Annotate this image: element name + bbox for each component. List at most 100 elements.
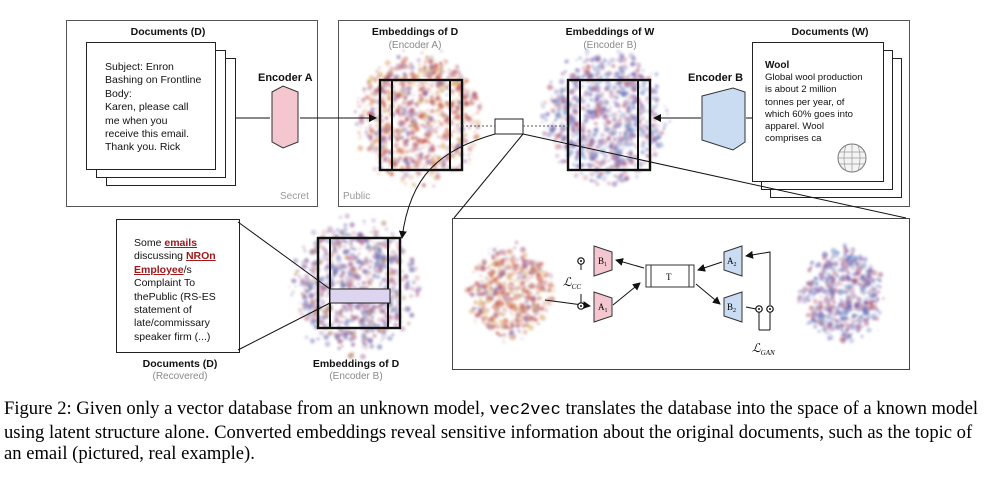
embedding-point [389,139,392,142]
embedding-point [541,121,544,124]
embedding-point [411,131,415,136]
embedding-point [625,76,629,79]
embedding-point [490,273,494,277]
embedding-point [549,80,553,84]
embedding-point [440,143,446,149]
recovered-zoom-line-bottom [237,302,331,351]
embedding-point [619,115,621,118]
embedding-point [660,144,664,148]
embedding-point [852,255,859,262]
caption-code: vec2vec [489,401,561,420]
embedding-point [532,259,536,263]
embedding-point [419,95,425,101]
embedding-point [325,295,329,298]
embedding-point [495,282,498,285]
embedding-point [595,145,600,150]
embedding-point [452,73,456,78]
embedding-point [874,299,879,304]
embedding-point [378,269,382,274]
embedding-point [591,64,594,67]
embedding-point [439,122,444,127]
embedding-point [420,123,423,127]
embedding-point [327,230,330,233]
embedding-point [510,310,513,314]
embedding-point [294,285,297,288]
embedding-point [639,103,644,108]
embedding-point [455,113,460,118]
embedding-point [491,253,495,258]
embedding-point [527,271,531,274]
embedding-point [538,269,545,275]
embedding-point [347,352,354,359]
embedding-point [395,268,399,272]
embedding-point [344,278,348,282]
embedding-point [375,69,379,74]
embedding-point [356,258,360,262]
embedding-point [627,95,633,101]
embedding-point [632,89,635,93]
embedding-point [392,98,398,104]
embedding-point [352,247,356,252]
embedding-point [472,113,475,116]
embedding-point [444,101,447,103]
embedding-point [875,284,879,288]
embedding-point [619,68,624,74]
embedding-point [842,290,846,294]
embedding-point [382,129,388,134]
recovered-zoom-line-top [237,221,331,290]
embedding-point [443,62,447,66]
embedding-point [372,230,377,235]
embedding-point [432,184,436,188]
embedding-point [429,99,434,103]
embedding-point [586,164,590,167]
embedding-point [473,319,478,323]
embedding-point [634,128,638,133]
embedding-point [611,64,614,68]
embedding-point [806,322,808,325]
embedding-point [427,83,430,86]
embedding-point [428,149,431,152]
embedding-point [635,120,638,123]
embedding-point [371,143,373,146]
embedding-point [853,308,856,311]
embedding-point [483,279,486,282]
embedding-point [472,311,476,315]
embedding-point [428,126,431,129]
embedding-point [339,274,344,279]
embedding-point [510,335,515,341]
embedding-point [373,77,376,80]
embedding-point [470,152,472,155]
embedding-point [388,276,395,283]
embedding-point [554,118,557,122]
embedding-point [825,295,829,298]
embedding-point [614,115,617,118]
translator-zoom-line-right [453,133,524,219]
embedding-point [395,260,400,265]
embedding-point [603,98,606,101]
embedding-point [340,320,343,323]
embedding-point [535,277,538,280]
embedding-point [590,73,594,77]
embedding-point [504,256,510,262]
embedding-point [656,103,659,106]
embedding-point [874,287,877,291]
embedding-point [444,80,447,84]
embedding-point [651,96,655,100]
embedding-point [411,98,414,101]
embedding-point [609,141,615,147]
embedding-point [364,330,367,334]
embedding-point [654,112,657,115]
embedding-point [830,317,834,321]
embedding-point [489,271,492,274]
embedding-point [395,241,400,246]
embedding-point [547,84,553,91]
embedding-point [572,163,575,167]
embedding-point [845,331,848,334]
embedding-point [844,284,849,289]
embedding-point [419,288,422,291]
embedding-point [599,75,603,78]
embedding-point [377,324,381,328]
embedding-point [585,53,589,57]
embedding-point [872,313,878,319]
embedding-point [551,121,555,125]
